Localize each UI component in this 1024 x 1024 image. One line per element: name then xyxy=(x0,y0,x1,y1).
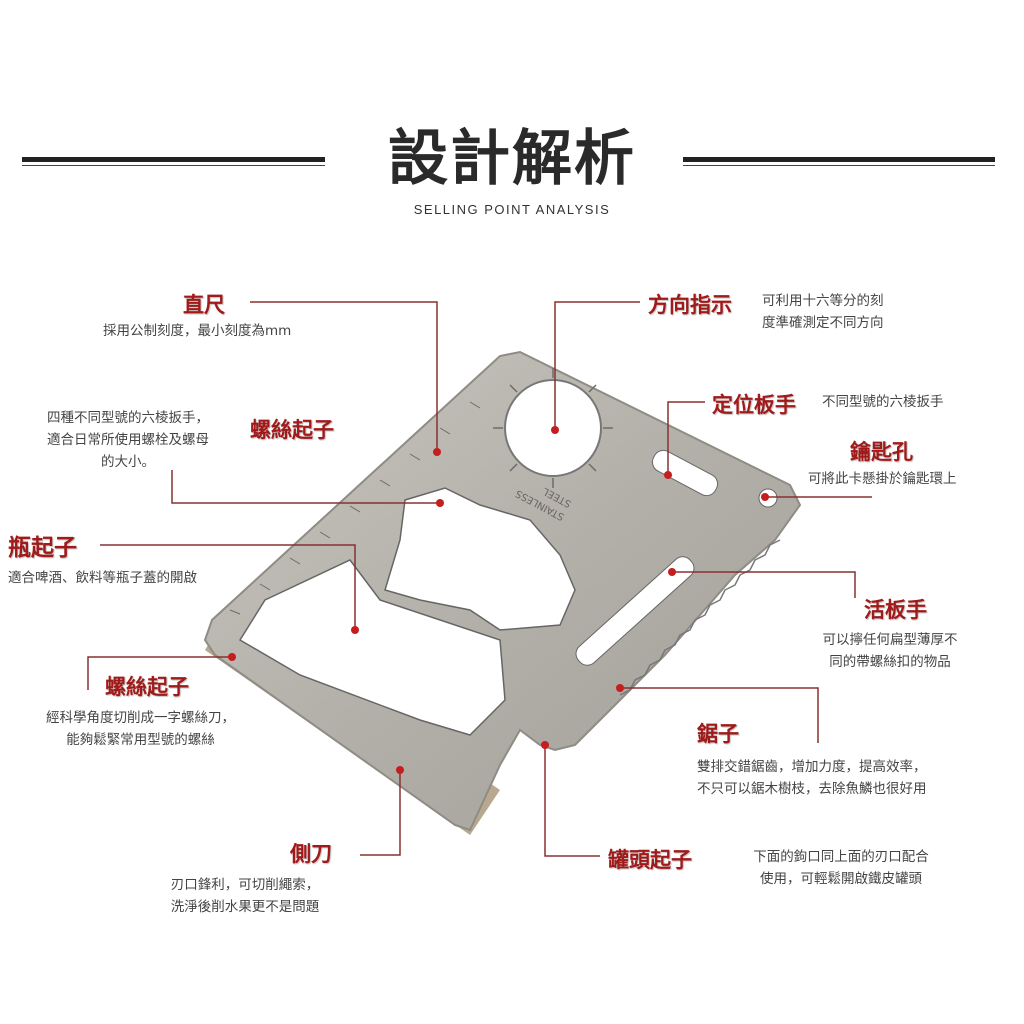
desc-screwdriver: 經科學角度切削成一字螺絲刀， 能夠鬆緊常用型號的螺絲 xyxy=(8,707,273,751)
page-title: 設計解析 xyxy=(388,124,636,194)
desc-line: 使用，可輕鬆開啟鐵皮罐頭 xyxy=(760,871,922,887)
label-positioning-wrench: 定位板手 xyxy=(712,393,796,417)
page-subtitle: SELLING POINT ANALYSIS xyxy=(413,202,611,217)
callout-dots xyxy=(228,426,769,774)
desc-line: 洗淨後削水果更不是問題 xyxy=(170,899,320,915)
desc-line: 度準確測定不同方向 xyxy=(762,315,884,331)
desc-ruler: 採用公制刻度，最小刻度為mm xyxy=(103,323,292,339)
title-rule-right xyxy=(683,157,995,166)
label-ruler: 直尺 xyxy=(183,293,225,317)
desc-line: 能夠鬆緊常用型號的螺絲 xyxy=(66,732,215,748)
desc-can-opener: 下面的鉤口同上面的刃口配合使用，可輕鬆開啟鐵皮罐頭 xyxy=(716,846,966,890)
desc-keyhole: 可將此卡懸掛於鑰匙環上 xyxy=(808,471,957,487)
label-side-knife: 側刀 xyxy=(290,842,332,866)
desc-hex-wrench: 四種不同型號的六棱扳手， 適合日常所使用螺栓及螺母的大小。 xyxy=(8,407,248,473)
label-direction: 方向指示 xyxy=(648,293,732,317)
label-hex-wrench: 螺絲起子 xyxy=(250,418,334,442)
desc-positioning-wrench: 不同型號的六棱扳手 xyxy=(822,394,944,410)
desc-line: 的大小。 xyxy=(101,454,155,470)
desc-adjustable-wrench: 可以擰任何扁型薄厚不同的帶螺絲扣的物品 xyxy=(790,629,990,673)
label-can-opener: 罐頭起子 xyxy=(608,848,692,872)
desc-saw: 雙排交錯鋸齒，增加力度，提高效率， 不只可以鋸木樹枝，去除魚鱗也很好用 xyxy=(697,756,927,800)
desc-line: 不只可以鋸木樹枝，去除魚鱗也很好用 xyxy=(697,781,927,797)
callout-lines xyxy=(87,301,872,857)
desc-line: 雙排交錯鋸齒，增加力度，提高效率， xyxy=(697,759,927,775)
desc-line: 經科學角度切削成一字螺絲刀， xyxy=(46,710,235,726)
label-adjustable-wrench: 活板手 xyxy=(864,598,927,622)
desc-line: 刃口鋒利，可切削繩索， xyxy=(170,877,320,893)
label-screwdriver: 螺絲起子 xyxy=(105,675,189,699)
desc-line: 適合日常所使用螺栓及螺母 xyxy=(47,432,209,448)
label-keyhole: 鑰匙孔 xyxy=(850,440,913,464)
desc-line: 可以擰任何扁型薄厚不 xyxy=(822,632,958,648)
label-saw: 鋸子 xyxy=(697,722,739,746)
title-rule-left xyxy=(22,157,325,166)
desc-line: 四種不同型號的六棱扳手， xyxy=(47,410,209,426)
desc-side-knife: 刃口鋒利，可切削繩索， 洗淨後削水果更不是問題 xyxy=(130,874,360,918)
desc-line: 可利用十六等分的刻 xyxy=(762,293,884,309)
desc-direction: 可利用十六等分的刻度準確測定不同方向 xyxy=(762,290,884,334)
label-bottle-opener: 瓶起子 xyxy=(8,535,77,561)
desc-bottle-opener: 適合啤酒、飲料等瓶子蓋的開啟 xyxy=(8,570,197,586)
desc-line: 同的帶螺絲扣的物品 xyxy=(829,654,951,670)
desc-line: 下面的鉤口同上面的刃口配合 xyxy=(753,849,929,865)
